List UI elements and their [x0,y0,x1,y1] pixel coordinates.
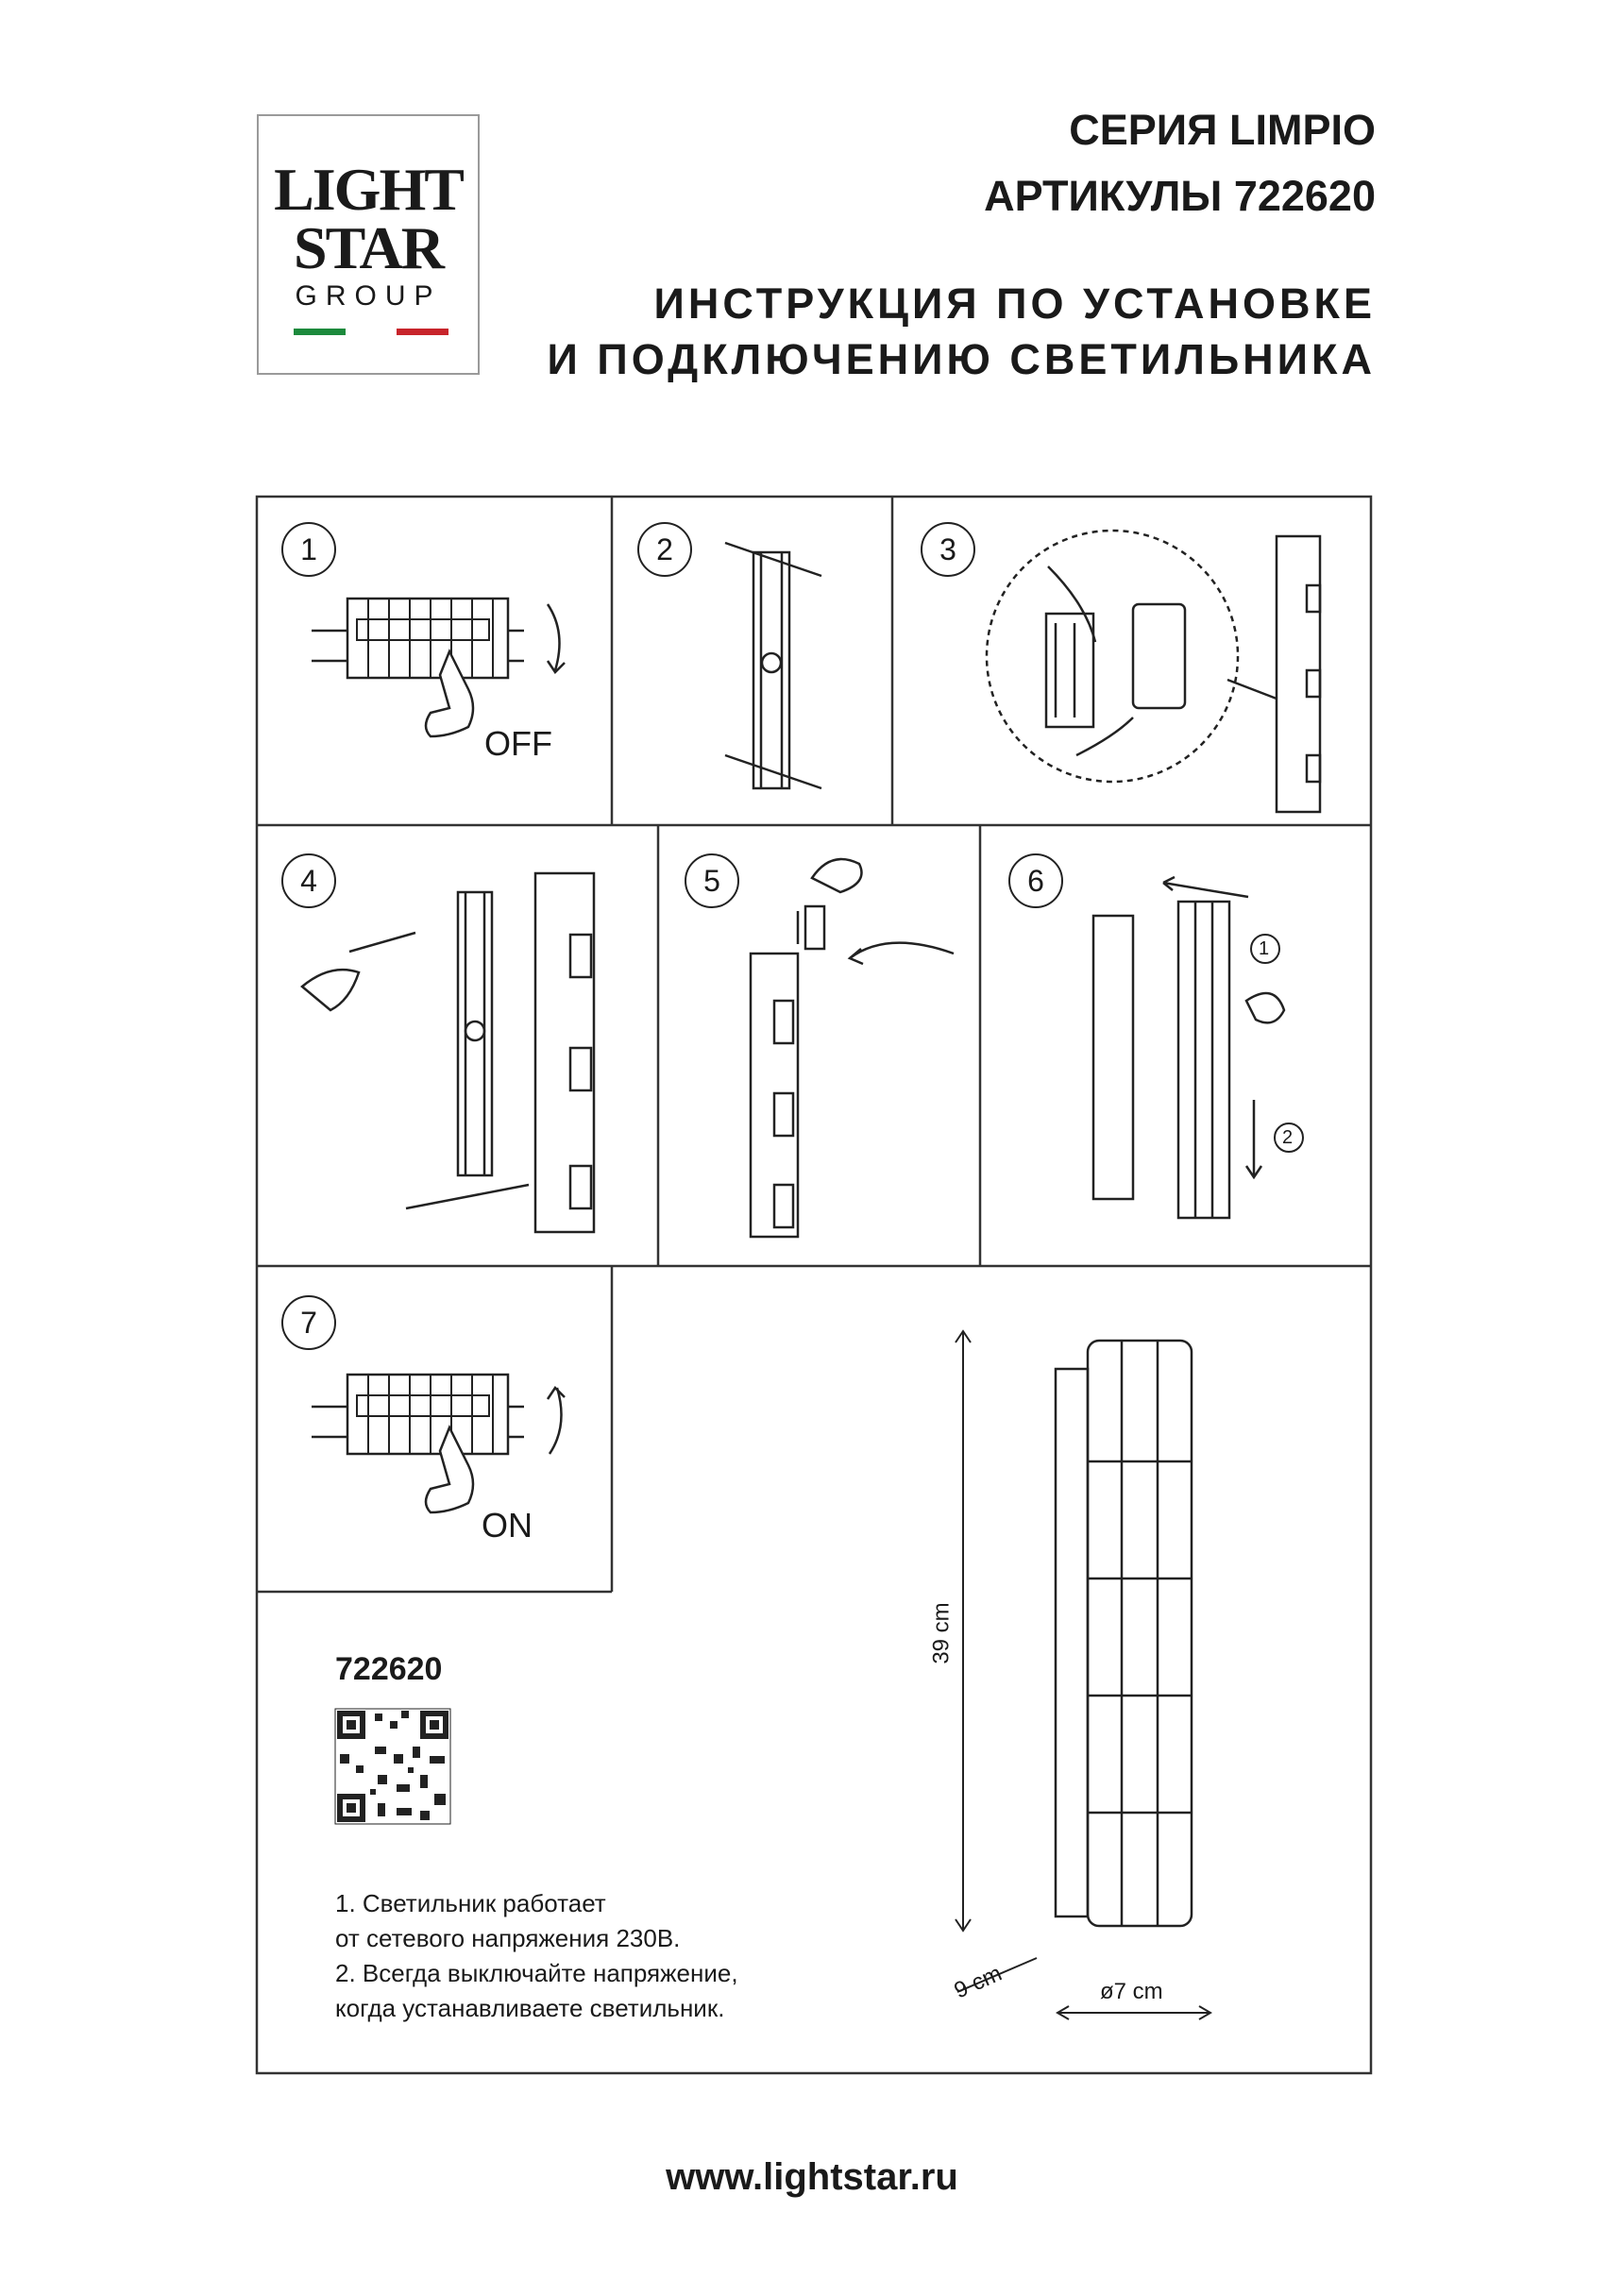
note-line: 1. Светильник работает [335,1889,606,1917]
breaker-off-label: OFF [484,724,552,763]
step-6-marker-1: 1 [1259,938,1270,959]
instruction-title-line2: И ПОДКЛЮЧЕНИЮ СВЕТИЛЬНИКА [547,335,1376,383]
flag-green [294,329,346,335]
dimension-diameter: ø7 cm [1100,1979,1163,2004]
step-7-number: 7 [281,1295,336,1350]
logo-text-star: STAR [294,214,445,281]
product-code: 722620 [335,1651,443,1687]
step-5-number: 5 [685,853,739,908]
attach-fixture-illustration [300,871,596,1234]
breaker-on-illustration [312,1373,566,1514]
italian-flag-stripe [294,329,449,335]
qr-code [334,1708,451,1825]
website-url[interactable]: www.lightstar.ru [666,2156,958,2198]
breaker-on-label: ON [482,1506,533,1545]
breaker-off-illustration [312,597,566,738]
step-3-number: 3 [921,522,975,577]
step-1-number: 1 [281,522,336,577]
mounting-bracket-illustration [724,541,822,790]
logo-text-group: GROUP [295,280,442,312]
attach-shade-illustration [1091,875,1304,1220]
note-line: когда устанавливаете светильник. [335,1994,725,2022]
note-line: от сетевого напряжения 230В. [335,1924,681,1952]
instruction-frame [255,495,1373,2075]
flag-red [397,329,449,335]
step-6-marker-2: 2 [1282,1127,1294,1148]
flag-white [345,329,398,335]
insert-bulb-illustration [749,857,955,1239]
series-title: СЕРИЯ LIMPIO [1069,106,1376,154]
wiring-detail-illustration [985,529,1322,814]
step-6-number: 6 [1008,853,1063,908]
dimension-height: 39 cm [928,1602,955,1664]
logo-text-light: LIGHT [274,156,465,223]
step-2-number: 2 [637,522,692,577]
brand-logo: LIGHT STAR GROUP [257,114,480,375]
instruction-title-line1: ИНСТРУКЦИЯ ПО УСТАНОВКЕ [653,279,1376,328]
product-dimension-drawing [955,1329,1212,2020]
step-4-number: 4 [281,853,336,908]
note-line: 2. Всегда выключайте напряжение, [335,1959,738,1987]
article-number: АРТИКУЛЫ 722620 [984,172,1376,220]
safety-notes: 1. Светильник работает от сетевого напря… [335,1886,738,2026]
